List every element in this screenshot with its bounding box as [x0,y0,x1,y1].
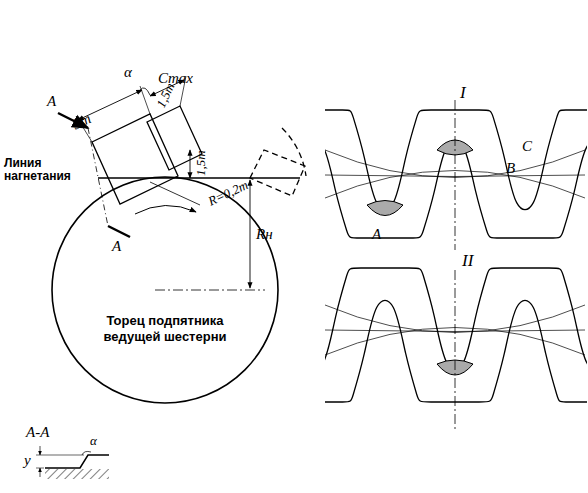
dimension-label: B [506,160,515,177]
dimension-label: R=0,2m [206,178,250,209]
gear-mesh [325,110,587,402]
dimension-label: A [372,226,381,243]
bearing-face-circle: Торец подпятника ведущей шестерни [50,175,280,405]
dimension-label: y [24,452,31,469]
dimension-label: α [90,434,97,448]
line-label: Линия нагнетания [4,157,96,183]
dimension-label: A-A [26,424,49,441]
dimension-label: 1,5m [194,150,208,176]
dimension-label: I [460,84,466,103]
dimension-label: A [47,93,56,110]
dimension-label: C [522,138,532,155]
circle-outline [50,175,280,405]
dimension-label: 1,5m [154,81,178,110]
dimension-label: A [112,238,121,255]
dimension-label: α [124,64,132,81]
relief-groove [36,76,306,479]
dimension-label: Rн [256,226,273,243]
dimension-label: 3m [70,110,94,133]
part-caption: Торец подпятника ведущей шестерни [90,313,240,344]
dimension-label: II [462,252,473,271]
